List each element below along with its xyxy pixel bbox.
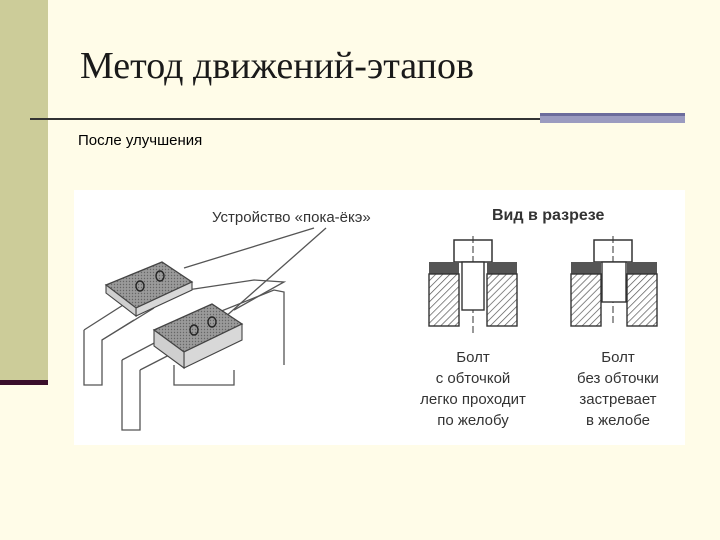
cross-section-left [428, 236, 518, 335]
pokayoke-block-upper [104, 261, 194, 318]
caption-right-line-3: застревает [579, 391, 656, 408]
pokayoke-block-lower [152, 303, 244, 386]
left-decor-band-end [0, 380, 48, 385]
caption-left-line-2: с обточкой [436, 370, 511, 387]
cross-section-right [570, 236, 658, 327]
caption-left-line-1: Болт [456, 349, 490, 366]
caption-right: Болт без обточки застревает в желобе [577, 349, 659, 429]
slide-title: Метод движений-этапов [80, 45, 474, 87]
slide-subtitle: После улучшения [78, 132, 203, 149]
caption-right-line-2: без обточки [577, 370, 659, 387]
caption-left-line-3: легко проходит [420, 391, 526, 408]
caption-left-line-4: по желобу [437, 412, 509, 429]
left-decor-band [0, 0, 48, 384]
title-divider-block [540, 113, 685, 123]
caption-right-line-4: в желобе [586, 412, 650, 429]
figure-drawing: Устройство «пока-ёкэ» [83, 207, 659, 431]
section-title: Вид в разрезе [492, 207, 605, 224]
title-divider [30, 118, 540, 120]
pointer-arrow-upper [183, 227, 315, 269]
caption-left: Болт с обточкой легко проходит по желобу [420, 349, 526, 429]
title-divider-block-edge [540, 113, 685, 116]
caption-right-line-1: Болт [601, 349, 635, 366]
poka-yoke-figure: Устройство «пока-ёкэ» [74, 190, 685, 445]
device-label: Устройство «пока-ёкэ» [212, 209, 371, 226]
